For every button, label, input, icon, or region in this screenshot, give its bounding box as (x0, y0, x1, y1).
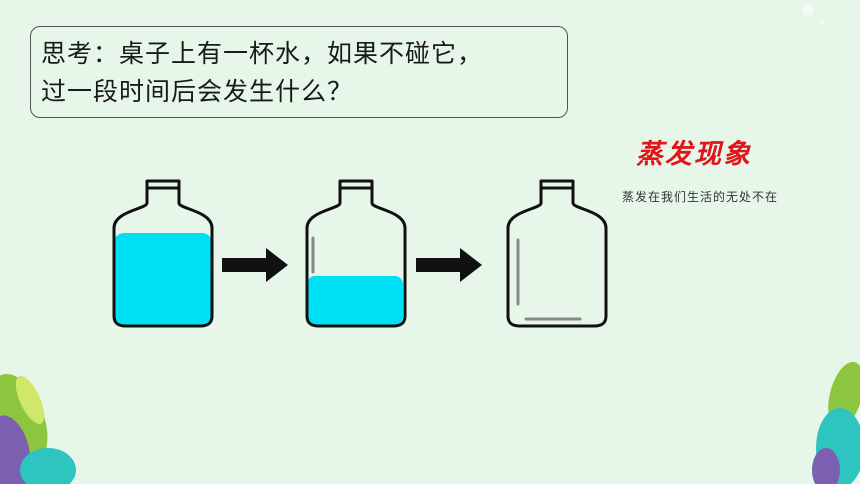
leaf-decoration-right (812, 361, 860, 484)
bottle-1-water (114, 233, 212, 325)
bottle-empty (506, 179, 608, 328)
bottle-half (305, 179, 407, 328)
phenomenon-subtitle: 蒸发在我们生活的无处不在 (622, 190, 779, 204)
sparkle-decoration (802, 4, 825, 25)
arrow-right-icon (416, 248, 482, 282)
bottle-2-water (307, 276, 403, 325)
arrow-right-icon (222, 248, 288, 282)
phenomenon-title: 蒸发现象 (636, 139, 752, 170)
question-line-2: 过一段时间后会发生什么？ (41, 77, 354, 106)
bottle-full (112, 179, 214, 328)
question-box: 思考：桌子上有一杯水，如果不碰它， 过一段时间后会发生什么？ (30, 26, 568, 118)
leaf-decoration-left (0, 374, 76, 484)
question-line-1: 思考：桌子上有一杯水，如果不碰它， (41, 39, 484, 68)
